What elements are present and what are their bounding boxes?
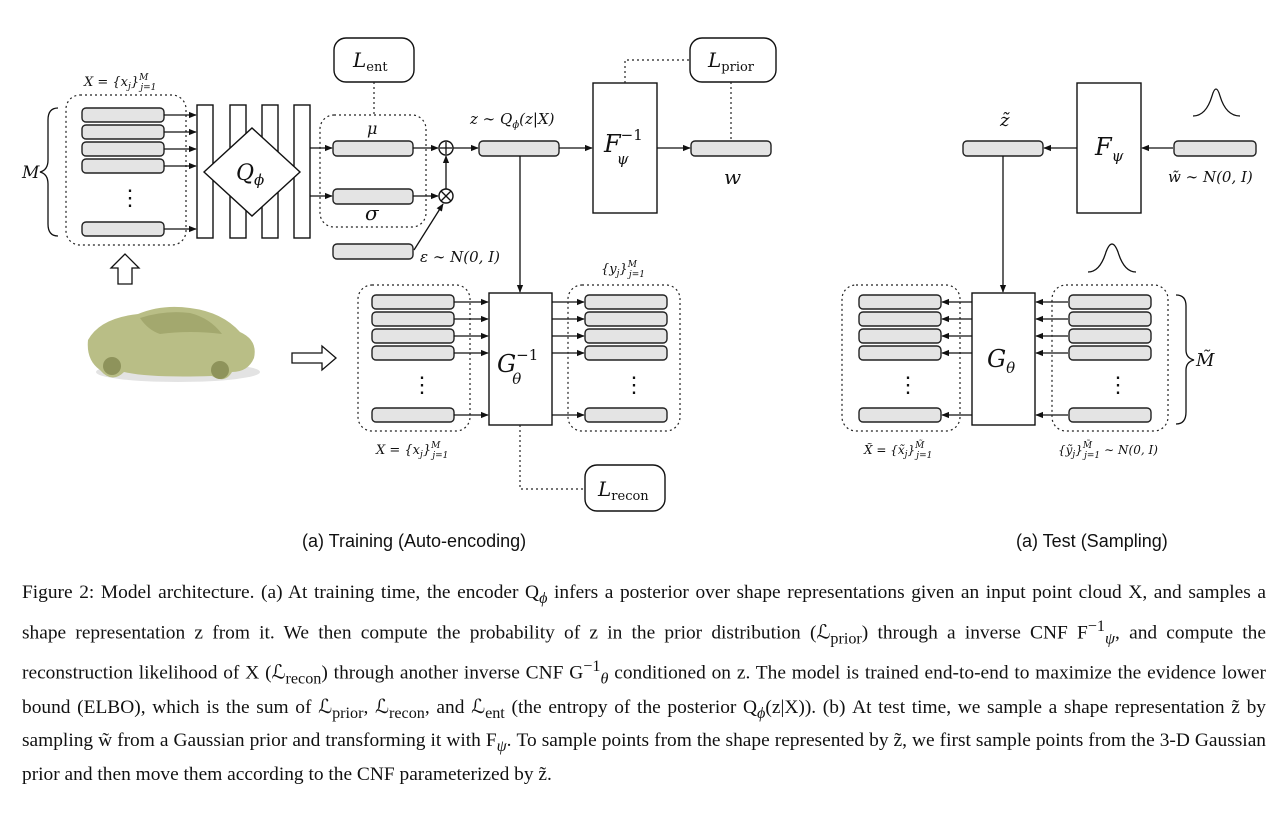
- recon-input-group: [357, 284, 471, 432]
- loss-prior-box: [689, 37, 777, 83]
- ellipsis: ⋮: [1107, 373, 1129, 398]
- training-subcaption: (a) Training (Auto-encoding): [302, 531, 526, 551]
- m-tilde-label: M̃: [1195, 349, 1215, 371]
- gaussian-icon: [1087, 243, 1137, 273]
- loss-recon-box: [584, 464, 666, 512]
- recon-arrows-in: [454, 298, 489, 419]
- flow-g-inverse: [488, 292, 553, 426]
- sample-input-bars: [1068, 294, 1152, 423]
- test-subcaption: (a) Test (Sampling): [1016, 531, 1168, 551]
- y-tilde-set-label: {ỹj}M̃j=1∼ N(0, I): [1058, 439, 1158, 461]
- flow-g-label: Gθ: [987, 345, 1015, 377]
- ellipsis: ⋮: [411, 373, 433, 398]
- sample-arrows-in: [1035, 298, 1068, 419]
- input-arrows: [164, 111, 197, 233]
- w-tilde-bar: [1173, 140, 1257, 157]
- gaussian-icon: [1192, 88, 1241, 117]
- w-bar: [690, 140, 772, 157]
- sigma-label: σ: [365, 201, 380, 225]
- recon-output-bars: [584, 294, 668, 423]
- epsilon-bar: [332, 243, 414, 260]
- encoder-label: Qϕ: [236, 161, 264, 189]
- flow-g: [971, 292, 1036, 426]
- loss-ent-label: Lent: [352, 48, 388, 75]
- mu-bar: [332, 140, 414, 157]
- m-brace: [39, 107, 59, 237]
- right-arrow: [291, 344, 337, 372]
- x-tilde-set-label: X̃ = {x̃j}M̃j=1: [863, 439, 932, 461]
- ellipsis: ⋮: [897, 373, 919, 398]
- flow-f-label: Fψ: [1094, 133, 1124, 165]
- loss-recon-label: Lrecon: [597, 477, 649, 504]
- point-cloud-car: [87, 306, 260, 382]
- loss-prior-label: Lprior: [707, 48, 755, 75]
- ellipsis: ⋮: [623, 373, 645, 398]
- latent-params-group: [319, 114, 427, 228]
- flow-f-inverse: [592, 82, 658, 214]
- m-tilde-brace: [1175, 294, 1195, 425]
- z-bar: [478, 140, 560, 157]
- sample-arrows-out: [941, 298, 972, 419]
- w-tilde-label: w̃ ∼ N(0, I): [1168, 168, 1253, 186]
- recon-output-group: [567, 284, 681, 432]
- encoder-diamond: [202, 127, 302, 217]
- flow-f: [1076, 82, 1142, 214]
- input-set-group: [65, 94, 187, 246]
- z-tilde-label: z̃: [999, 110, 1010, 131]
- input-point-bars: [81, 107, 165, 237]
- up-arrow: [109, 253, 141, 285]
- z-tilde-bar: [962, 140, 1044, 157]
- m-label: M: [21, 163, 40, 183]
- z-posterior-label: z ∼ Qϕ(z|X): [469, 110, 555, 131]
- recon-input-bars: [371, 294, 455, 423]
- sample-output-group: [841, 284, 961, 432]
- mu-label: μ: [367, 119, 377, 138]
- epsilon-label: ε ∼ N(0, I): [420, 248, 500, 266]
- figure-caption: Figure 2: Model architecture. (a) At tra…: [22, 582, 1267, 786]
- sample-output-bars: [858, 294, 942, 423]
- ellipsis: ⋮: [119, 186, 141, 211]
- w-label: w: [724, 165, 741, 189]
